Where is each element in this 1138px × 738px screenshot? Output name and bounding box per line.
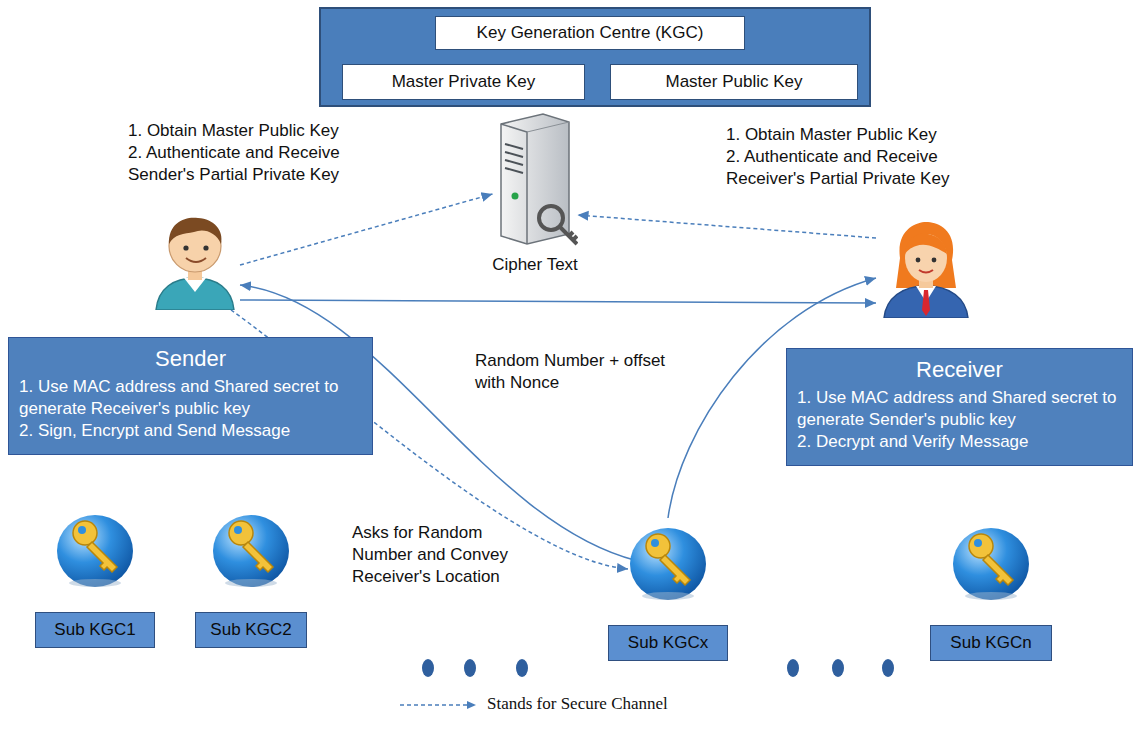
sender-person: 1. Obtain Master Public Key2. Authentica…	[128, 120, 403, 310]
sub-kgc-key-icon	[211, 505, 291, 590]
sub-kgc-node: Sub KGC2	[195, 505, 307, 648]
edge-note: Asks for Random Number and Convey Receiv…	[352, 522, 517, 588]
secure-channel-arrow	[240, 194, 493, 265]
node-text: 1. Use MAC address and Shared secret to …	[19, 376, 362, 420]
sub-kgc-key-icon	[951, 518, 1031, 603]
receiver-person: 1. Obtain Master Public Key2. Authentica…	[726, 124, 1011, 318]
legend-line-sample	[400, 704, 476, 706]
node-text: Cipher Text	[470, 254, 600, 276]
node-text: 1. Obtain Master Public Key	[128, 120, 403, 142]
master-private-key-box: Master Private Key	[342, 64, 585, 100]
receiver-person-icon	[876, 218, 976, 318]
node-text: 1. Obtain Master Public Key	[726, 124, 1011, 146]
receiver-box: Receiver1. Use MAC address and Shared se…	[786, 348, 1133, 466]
sub-kgc-key-icon	[55, 505, 135, 590]
server-icon	[493, 110, 578, 250]
node-text: Master Private Key	[392, 72, 536, 92]
sub-kgc-key-icon	[628, 518, 708, 603]
node-text: 2. Authenticate and Receive Receiver's P…	[726, 146, 1011, 190]
node-text: Sub KGC2	[195, 612, 307, 648]
sender-box: Sender1. Use MAC address and Shared secr…	[8, 337, 373, 455]
sub-kgc-node: Sub KGC1	[35, 505, 155, 648]
sub-kgc-node: Sub KGCx	[608, 518, 728, 661]
node-text: Sub KGC1	[35, 612, 155, 648]
box-heading: Sender	[19, 344, 362, 374]
node-text: 2. Sign, Encrypt and Send Message	[19, 420, 362, 442]
box-heading: Receiver	[797, 355, 1122, 385]
secure-channel-arrow	[578, 215, 877, 238]
kgc-title-box: Key Generation Centre (KGC)	[435, 16, 745, 50]
node-text: Sub KGCx	[608, 625, 728, 661]
edge-note: Random Number + offset with Nonce	[475, 350, 670, 394]
node-text: 1. Use MAC address and Shared secret to …	[797, 387, 1122, 431]
cipher-text-server: Cipher Text	[470, 110, 600, 276]
kgc-panel	[320, 8, 870, 106]
master-public-key-box: Master Public Key	[610, 64, 858, 100]
ellipsis-dots	[422, 659, 894, 677]
sender-person-icon	[150, 210, 240, 310]
message-arrow	[240, 300, 876, 303]
node-text: 2. Decrypt and Verify Message	[797, 431, 1122, 453]
node-text: Sub KGCn	[930, 625, 1052, 661]
node-text: Master Public Key	[666, 72, 803, 92]
sub-kgc-node: Sub KGCn	[930, 518, 1052, 661]
node-text: Key Generation Centre (KGC)	[477, 23, 704, 43]
legend-text: Stands for Secure Channel	[487, 694, 668, 714]
node-text: 2. Authenticate and Receive Sender's Par…	[128, 142, 403, 186]
